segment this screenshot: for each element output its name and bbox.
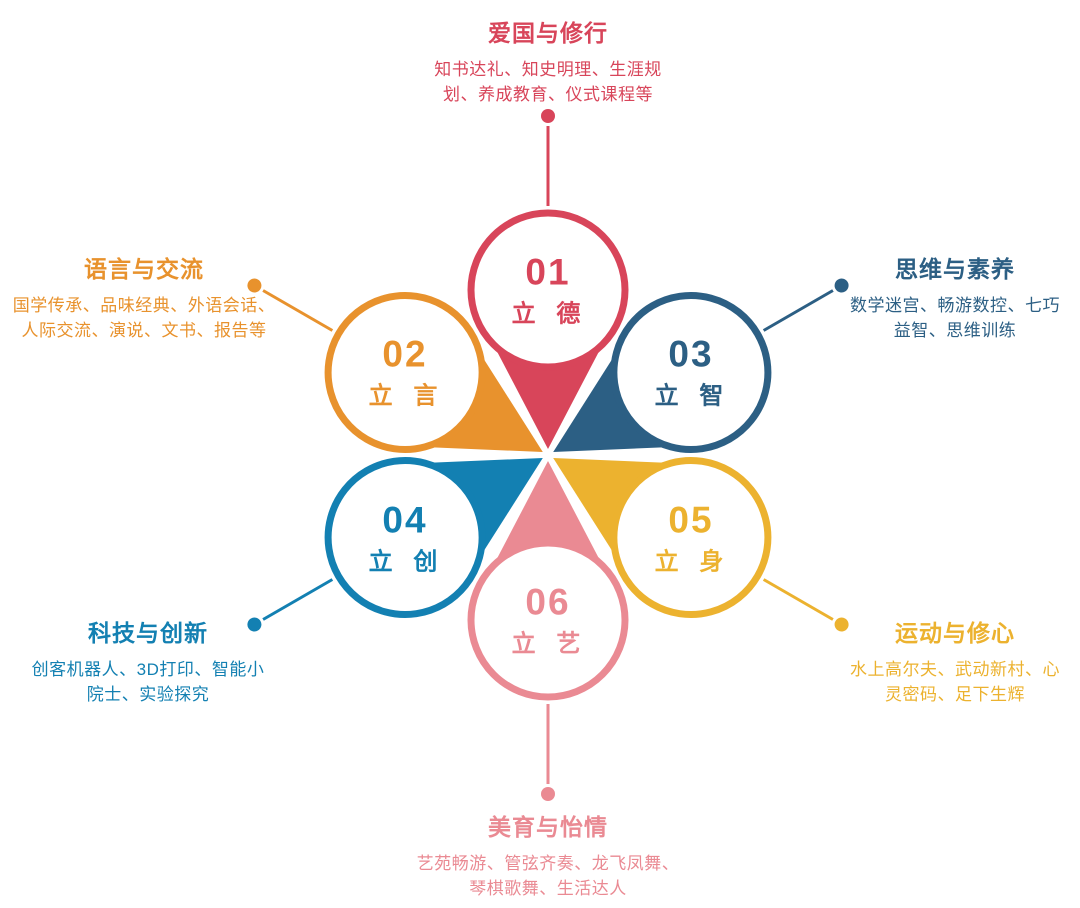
- petal-01-label: 立 德: [511, 300, 588, 328]
- petal-01-text: 01 立 德: [509, 252, 588, 327]
- callout-01-title: 爱国与修行: [488, 20, 608, 46]
- petal-04-label: 立 创: [368, 548, 445, 576]
- callout-04-title: 科技与创新: [88, 620, 208, 646]
- petal-01-number: 01: [525, 251, 571, 293]
- petal-04-group: [247, 457, 543, 632]
- callout-01-desc-line1: 知书达礼、知史明理、生涯规: [434, 59, 662, 79]
- callout-03-desc-line1: 数学迷宫、畅游数控、七巧: [850, 295, 1060, 315]
- petal-04-circle: [324, 457, 486, 619]
- petal-03-dot: [834, 278, 849, 293]
- petal-04-connector-line: [262, 578, 334, 621]
- callout-keji-chuangxin: 科技与创新 创客机器人、3D打印、智能小 院士、实验探究: [12, 616, 284, 708]
- petal-02-number: 02: [382, 333, 428, 375]
- petal-01-dot: [541, 109, 555, 123]
- petal-05-dot: [834, 617, 849, 632]
- petal-01-circle: [467, 209, 629, 371]
- petal-01-group: [467, 109, 629, 449]
- callout-aiguo-xiuxing: 爱国与修行 知书达礼、知史明理、生涯规 划、养成教育、仪式课程等: [388, 16, 708, 108]
- petal-02-group: [247, 278, 543, 453]
- petal-05-text: 05 立 身: [652, 500, 731, 575]
- callout-yundong-xiuxin: 运动与修心 水上高尔夫、武动新村、心 灵密码、足下生辉: [840, 616, 1070, 708]
- petal-06-text: 06 立 艺: [509, 582, 588, 657]
- petal-05-connector-line: [762, 578, 834, 621]
- petal-02-circle: [324, 292, 486, 453]
- petal-03-group: [553, 278, 849, 453]
- callout-04-desc-line2: 院士、实验探究: [86, 685, 210, 704]
- callout-05-title: 运动与修心: [895, 620, 1015, 646]
- callout-02-title: 语言与交流: [84, 256, 204, 282]
- callout-02-desc-line1: 国学传承、品味经典、外语会话、: [12, 295, 276, 315]
- callout-05-desc-line1: 水上高尔夫、武动新村、心: [850, 659, 1060, 679]
- petal-06-label: 立 艺: [511, 630, 588, 658]
- petal-03-number: 03: [668, 333, 714, 375]
- petal-02-connector-line: [262, 289, 334, 332]
- petal-04-number: 04: [382, 499, 428, 541]
- petal-03-text: 03 立 智: [652, 334, 731, 409]
- callout-06-desc-line1: 艺苑畅游、管弦齐奏、龙飞凤舞、: [416, 853, 680, 873]
- petal-02-text: 02 立 言: [366, 334, 445, 409]
- callout-05-desc-line2: 灵密码、足下生辉: [885, 685, 1025, 704]
- callout-01-desc-line2: 划、养成教育、仪式课程等: [443, 85, 653, 104]
- callout-06-title: 美育与怡情: [488, 814, 608, 840]
- petal-06-dot: [541, 787, 555, 801]
- petal-04-text: 04 立 创: [366, 500, 445, 575]
- petal-03-label: 立 智: [654, 382, 731, 410]
- petal-05-circle: [610, 457, 772, 618]
- petal-05-group: [553, 457, 849, 632]
- petal-02-label: 立 言: [368, 382, 445, 410]
- callout-06-desc-line2: 琴棋歌舞、生活达人: [469, 879, 627, 898]
- petal-05-number: 05: [668, 499, 714, 541]
- petal-04-dot: [247, 617, 262, 632]
- petal-03-circle: [610, 292, 772, 453]
- callout-03-title: 思维与素养: [895, 256, 1015, 282]
- petal-03-connector-line: [762, 289, 834, 332]
- callout-03-desc-line2: 益智、思维训练: [893, 321, 1017, 340]
- petal-02-dot: [247, 278, 262, 293]
- callout-siwei-suyang: 思维与素养 数学迷宫、畅游数控、七巧 益智、思维训练: [840, 252, 1070, 344]
- petal-06-group: [467, 461, 629, 801]
- callout-04-desc-line1: 创客机器人、3D打印、智能小: [31, 659, 265, 679]
- callout-yuyan-jiaoliu: 语言与交流 国学传承、品味经典、外语会话、 人际交流、演说、文书、报告等: [10, 252, 278, 344]
- petal-06-circle: [467, 539, 629, 701]
- petal-06-number: 06: [525, 581, 571, 623]
- callout-meiyu-yiqing: 美育与怡情 艺苑畅游、管弦齐奏、龙飞凤舞、 琴棋歌舞、生活达人: [378, 810, 718, 902]
- petal-05-label: 立 身: [654, 548, 731, 576]
- callout-02-desc-line2: 人际交流、演说、文书、报告等: [21, 321, 267, 340]
